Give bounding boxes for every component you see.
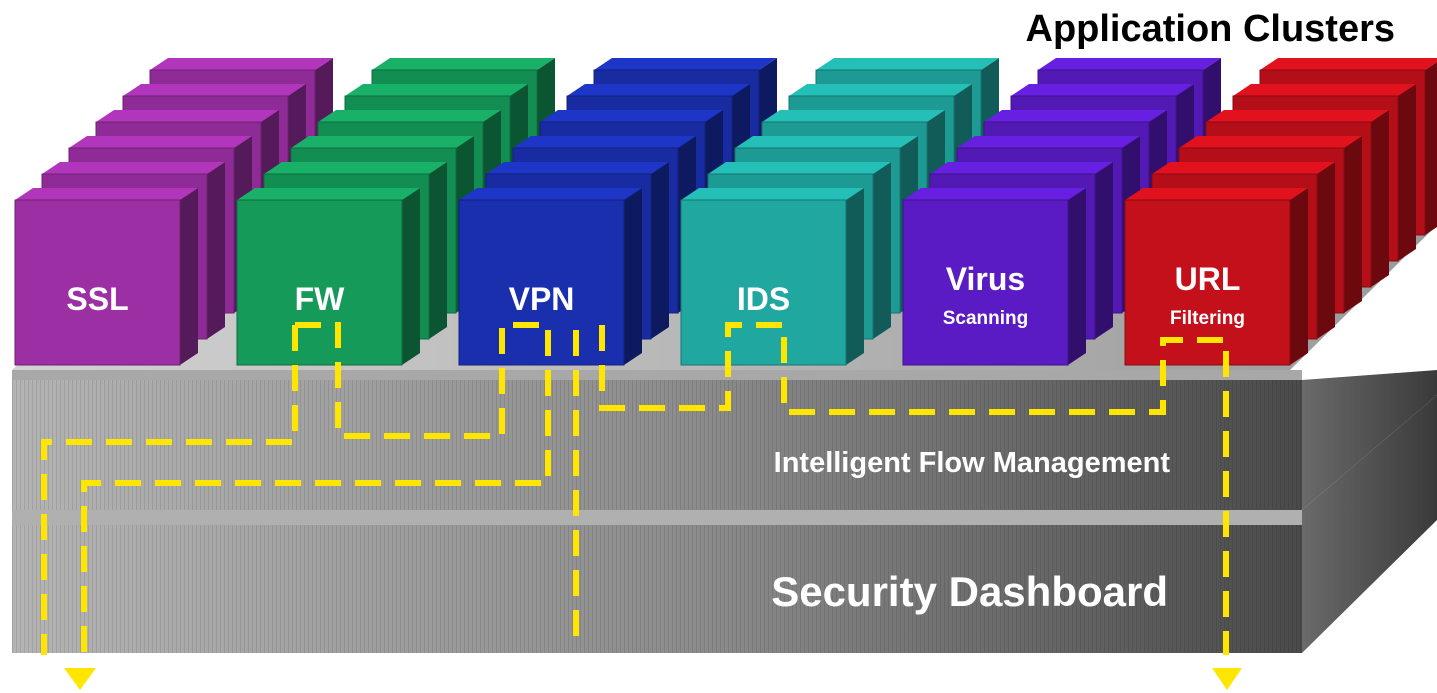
cube-top — [789, 84, 972, 96]
cube-top — [42, 162, 225, 174]
cube-side — [180, 188, 198, 365]
cube-side — [1068, 188, 1086, 365]
cube-front — [458, 199, 625, 366]
cluster-sublabel: Filtering — [1170, 308, 1245, 329]
cluster-label: IDS — [737, 281, 790, 317]
cube-front — [14, 199, 181, 366]
cube-top — [69, 136, 252, 148]
cube-top — [762, 110, 945, 122]
cube-top — [1260, 58, 1437, 70]
cube-top — [96, 110, 279, 122]
cube-top — [372, 58, 555, 70]
cube-side — [651, 162, 669, 339]
cube-side — [1317, 162, 1335, 339]
cube-side — [402, 188, 420, 365]
flow-exit-arrow-left — [64, 668, 96, 690]
cube-top — [237, 188, 420, 200]
cube-top — [540, 110, 723, 122]
cube-side — [1398, 84, 1416, 261]
cube-side — [1344, 136, 1362, 313]
cube-top — [1152, 162, 1335, 174]
cluster-label: Virus — [946, 261, 1025, 297]
cluster-sublabel: Scanning — [943, 308, 1029, 329]
cluster-label: FW — [295, 281, 346, 317]
security-dashboard-layer: Security Dashboard — [12, 395, 1437, 653]
cube-top — [1038, 58, 1221, 70]
cube-top — [567, 84, 750, 96]
cube-top — [264, 162, 447, 174]
cube-top — [513, 136, 696, 148]
cube-side — [846, 188, 864, 365]
security-dashboard-label: Security Dashboard — [771, 568, 1168, 615]
flow-path-vpn-ids — [599, 322, 1229, 655]
cube-side — [873, 162, 891, 339]
flow-paths — [41, 322, 1229, 655]
cube-top — [150, 58, 333, 70]
flow-path-fw-vpn — [81, 322, 551, 655]
cube-top — [594, 58, 777, 70]
cube-top — [123, 84, 306, 96]
cube-top — [930, 162, 1113, 174]
cluster-label: SSL — [66, 281, 128, 317]
cube-side — [1425, 62, 1437, 235]
cluster-label: VPN — [509, 281, 575, 317]
cube-top — [15, 188, 198, 200]
cube-top — [1011, 84, 1194, 96]
cube-side — [1095, 162, 1113, 339]
cube-top — [681, 188, 864, 200]
cube-side — [429, 162, 447, 339]
cube-top — [1125, 188, 1308, 200]
cube-top — [903, 188, 1086, 200]
cube-top — [957, 136, 1140, 148]
cube-top — [984, 110, 1167, 122]
flow-exit-arrow-right — [1212, 668, 1242, 690]
cluster-vpn: VPN — [458, 58, 777, 366]
cube-top — [291, 136, 474, 148]
cube-side — [1290, 188, 1308, 365]
cube-top — [816, 58, 999, 70]
cube-top — [735, 136, 918, 148]
cluster-url: URL Filtering — [1124, 58, 1437, 366]
cube-side — [207, 162, 225, 339]
cube-front — [680, 199, 847, 366]
flow-path-fw-exit — [41, 325, 298, 655]
cube-top — [459, 188, 642, 200]
cube-top — [1206, 110, 1389, 122]
cube-front — [236, 199, 403, 366]
cube-top — [318, 110, 501, 122]
cluster-fw: FW — [236, 58, 555, 366]
cube-top — [345, 84, 528, 96]
cube-top — [1233, 84, 1416, 96]
cube-top — [486, 162, 669, 174]
cube-front — [902, 199, 1069, 366]
cube-side — [624, 188, 642, 365]
cube-top — [1179, 136, 1362, 148]
diagram-title: Application Clusters — [1025, 8, 1396, 50]
cube-top — [708, 162, 891, 174]
flow-management-label: Intelligent Flow Management — [774, 447, 1171, 479]
cluster-label: URL — [1175, 261, 1241, 297]
cube-side — [1371, 110, 1389, 287]
